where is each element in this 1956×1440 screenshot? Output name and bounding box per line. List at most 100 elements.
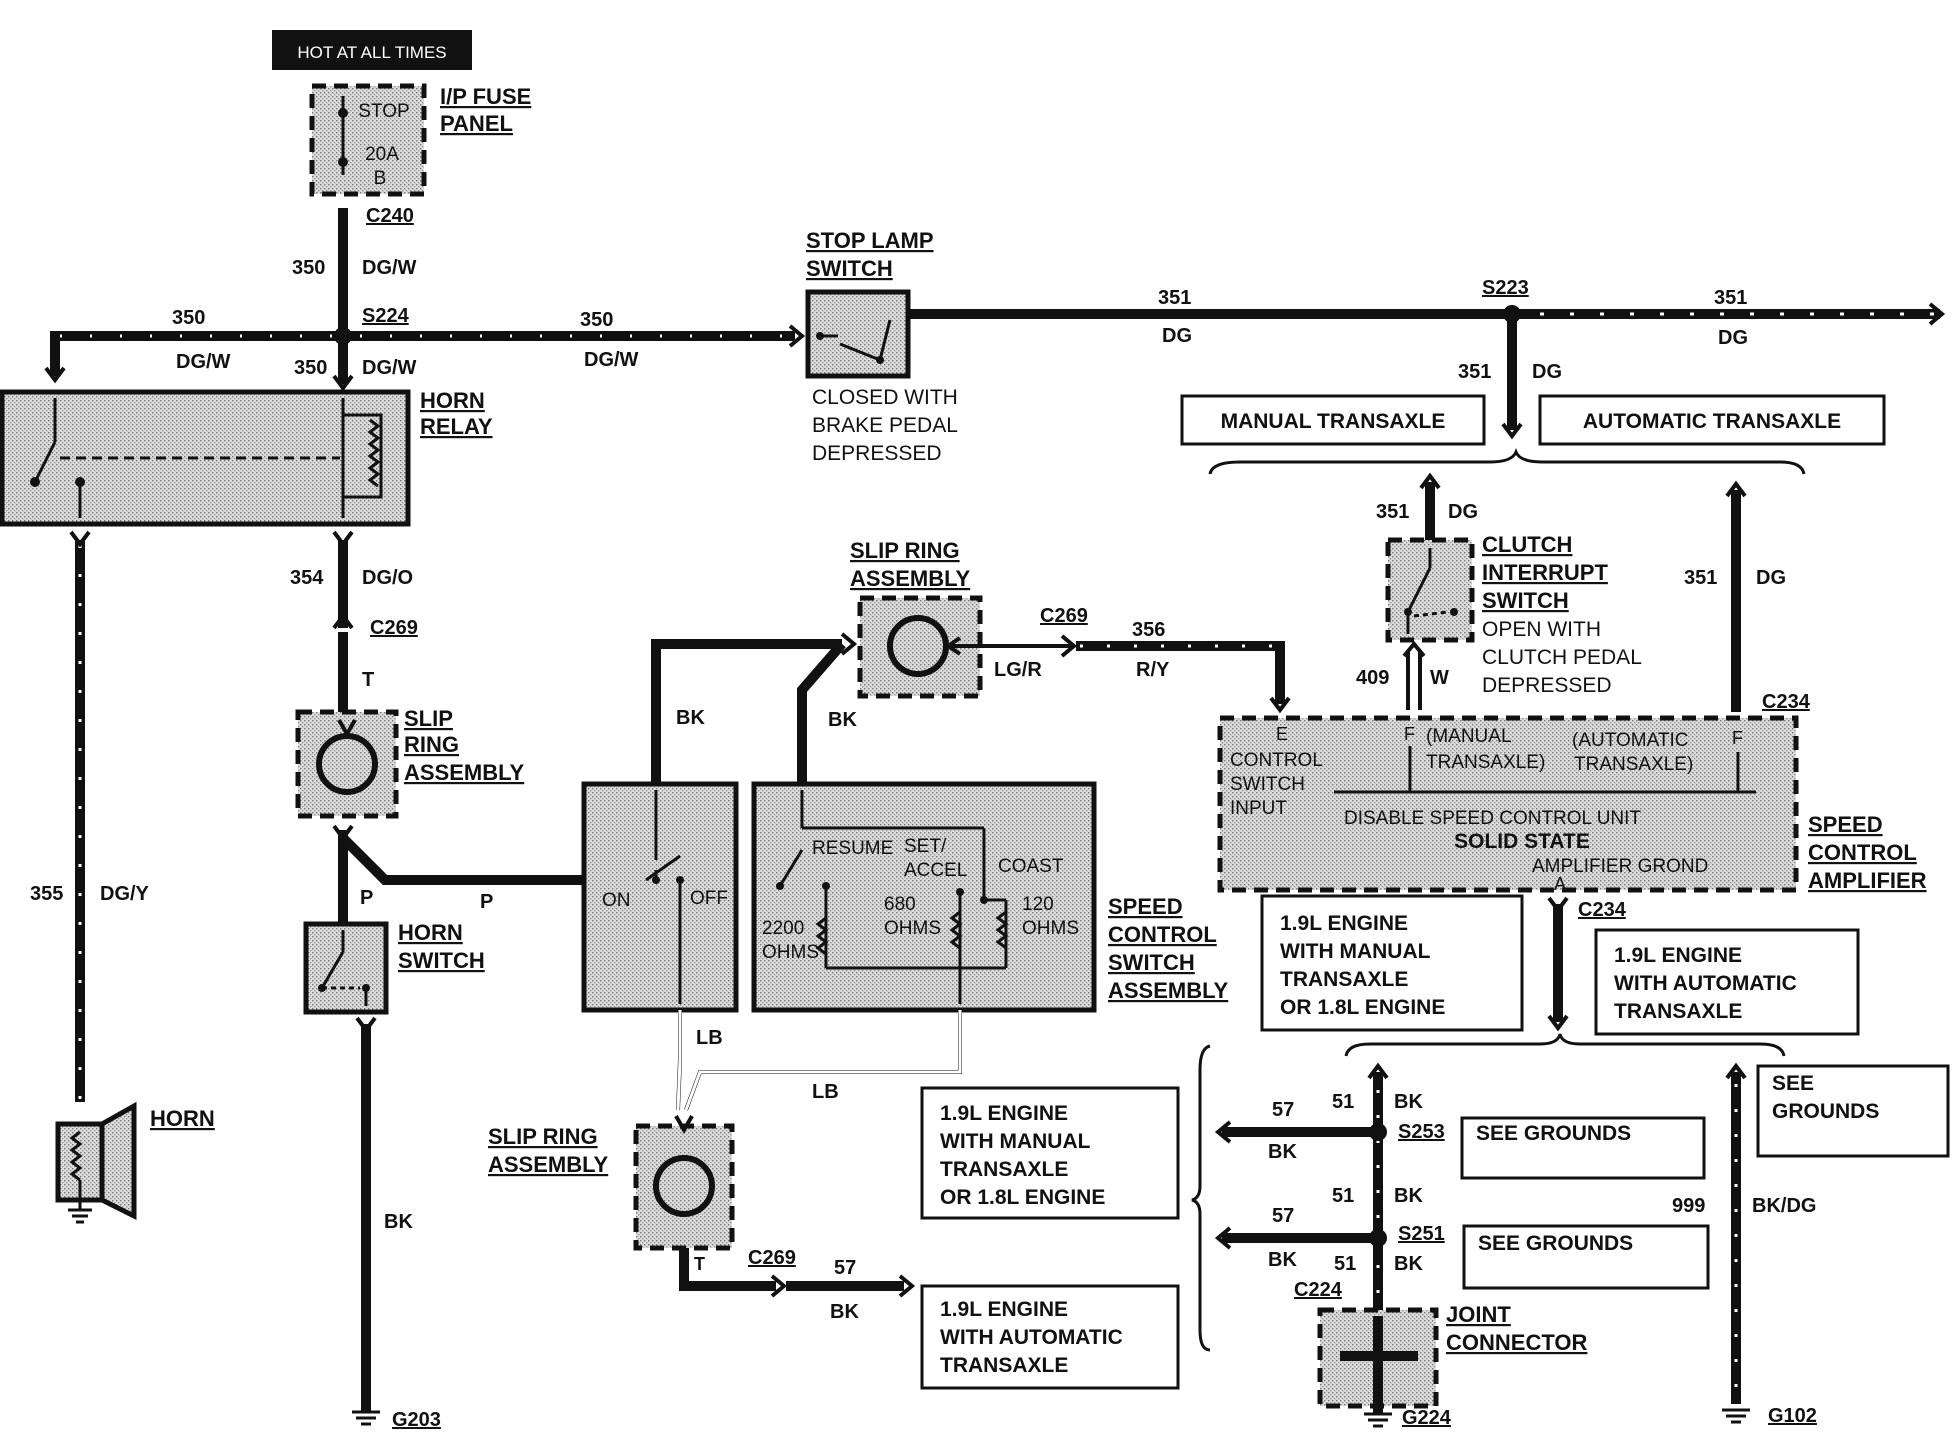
svg-text:OHMS: OHMS <box>884 918 941 939</box>
svg-text:2200: 2200 <box>762 918 804 939</box>
slip-ring-assembly-bottom: SLIP RING ASSEMBLY <box>488 1115 735 1251</box>
svg-text:ASSEMBLY: ASSEMBLY <box>850 566 971 591</box>
svg-text:TRANSAXLE): TRANSAXLE) <box>1574 754 1693 775</box>
svg-text:680: 680 <box>884 894 916 915</box>
splice-s251 <box>1369 1229 1387 1247</box>
svg-text:WITH MANUAL: WITH MANUAL <box>940 1130 1091 1153</box>
svg-text:OFF: OFF <box>690 888 728 909</box>
connector-c269: C269 <box>748 1247 796 1269</box>
note-automatic-engine-upper: 1.9L ENGINE WITH AUTOMATIC TRANSAXLE <box>1594 928 1860 1036</box>
splice-s251-label: S251 <box>1398 1223 1445 1245</box>
circuit-355: 355 <box>30 883 63 905</box>
svg-text:G102: G102 <box>1768 1405 1817 1427</box>
svg-text:CLUTCH PEDAL: CLUTCH PEDAL <box>1482 646 1642 669</box>
ground-g102: G102 <box>1722 1405 1817 1427</box>
svg-text:CONNECTOR: CONNECTOR <box>1446 1330 1587 1355</box>
clutch-interrupt-switch: CLUTCH INTERRUPT SWITCH OPEN WITH CLUTCH… <box>1385 532 1642 697</box>
svg-text:DISABLE SPEED CONTROL UNIT: DISABLE SPEED CONTROL UNIT <box>1344 808 1641 829</box>
color-t: T <box>362 669 374 691</box>
svg-text:SWITCH: SWITCH <box>1230 774 1305 795</box>
ground-g203: G203 <box>352 1409 441 1431</box>
speed-control-switches-box: RESUME SET/ ACCEL COAST 2200 OHMS 680 OH… <box>751 781 1097 1013</box>
circuit-351: 351 <box>1458 361 1491 383</box>
svg-text:SLIP RING: SLIP RING <box>850 538 960 563</box>
svg-text:INTERRUPT: INTERRUPT <box>1482 560 1608 585</box>
color-dg-w: DG/W <box>176 351 231 373</box>
svg-text:TRANSAXLE): TRANSAXLE) <box>1426 752 1545 773</box>
svg-text:SWITCH: SWITCH <box>398 948 485 973</box>
color-bk: BK <box>676 707 705 729</box>
slip-ring-assembly-top: SLIP RING ASSEMBLY <box>840 538 983 699</box>
svg-text:20A: 20A <box>365 144 399 165</box>
svg-text:SET/: SET/ <box>904 836 947 857</box>
note-manual-engine-lower: 1.9L ENGINE WITH MANUAL TRANSAXLE OR 1.8… <box>920 1086 1180 1220</box>
svg-text:SWITCH: SWITCH <box>1108 950 1195 975</box>
circuit-51: 51 <box>1332 1185 1354 1207</box>
svg-text:ACCEL: ACCEL <box>904 860 967 881</box>
svg-text:120: 120 <box>1022 894 1054 915</box>
color-dg-y: DG/Y <box>100 883 150 905</box>
svg-text:RING: RING <box>404 732 459 757</box>
color-lb: LB <box>696 1027 723 1049</box>
circuit-356: 356 <box>1132 619 1165 641</box>
svg-text:SWITCH: SWITCH <box>1482 588 1569 613</box>
color-dg: DG <box>1756 567 1786 589</box>
svg-text:ON: ON <box>602 890 631 911</box>
color-bk: BK <box>1394 1091 1423 1113</box>
circuit-57: 57 <box>834 1257 856 1279</box>
svg-text:A: A <box>1554 874 1566 894</box>
svg-text:ASSEMBLY: ASSEMBLY <box>404 760 525 785</box>
circuit-350: 350 <box>294 357 327 379</box>
circuit-351: 351 <box>1376 501 1409 523</box>
circuit-57: 57 <box>1272 1205 1294 1227</box>
svg-text:OR 1.8L ENGINE: OR 1.8L ENGINE <box>1280 996 1445 1019</box>
svg-text:WITH MANUAL: WITH MANUAL <box>1280 940 1431 963</box>
color-bk: BK <box>1268 1249 1297 1271</box>
svg-text:WITH AUTOMATIC: WITH AUTOMATIC <box>940 1326 1123 1349</box>
joint-connector: JOINT CONNECTOR <box>1317 1302 1587 1414</box>
connector-c224: C224 <box>1294 1279 1343 1301</box>
manual-transaxle-box: MANUAL TRANSAXLE <box>1180 394 1486 446</box>
color-p: P <box>480 891 493 913</box>
svg-text:GROUNDS: GROUNDS <box>1772 1100 1879 1123</box>
svg-text:DEPRESSED: DEPRESSED <box>1482 674 1612 697</box>
circuit-350: 350 <box>172 307 205 329</box>
svg-text:JOINT: JOINT <box>1446 1302 1511 1327</box>
svg-text:SPEED: SPEED <box>1808 812 1883 837</box>
svg-text:E: E <box>1276 724 1288 744</box>
color-w: W <box>1430 667 1449 689</box>
circuit-354: 354 <box>290 567 324 589</box>
color-bk: BK <box>830 1301 859 1323</box>
color-bk: BK <box>1268 1141 1297 1163</box>
automatic-transaxle-box: AUTOMATIC TRANSAXLE <box>1538 394 1886 446</box>
connector-c240: C240 <box>366 205 414 227</box>
color-dg: DG <box>1448 501 1478 523</box>
svg-text:OR 1.8L ENGINE: OR 1.8L ENGINE <box>940 1186 1105 1209</box>
color-dg: DG <box>1162 325 1192 347</box>
svg-text:RELAY: RELAY <box>420 414 493 439</box>
svg-text:G224: G224 <box>1402 1407 1452 1429</box>
circuit-409: 409 <box>1356 667 1389 689</box>
splice-s253-label: S253 <box>1398 1121 1445 1143</box>
see-grounds-box-3: SEE GROUNDS <box>1756 1064 1950 1158</box>
circuit-351: 351 <box>1684 567 1717 589</box>
svg-text:PANEL: PANEL <box>440 111 513 136</box>
svg-text:ASSEMBLY: ASSEMBLY <box>488 1152 609 1177</box>
svg-text:SLIP RING: SLIP RING <box>488 1124 598 1149</box>
svg-text:SWITCH: SWITCH <box>806 256 893 281</box>
svg-text:RESUME: RESUME <box>812 838 893 859</box>
svg-text:TRANSAXLE: TRANSAXLE <box>1614 1000 1742 1023</box>
color-dg-w: DG/W <box>362 257 417 279</box>
svg-text:WITH AUTOMATIC: WITH AUTOMATIC <box>1614 972 1797 995</box>
speed-control-amplifier: E F F CONTROL SWITCH INPUT (MANUAL TRANS… <box>1217 715 1927 894</box>
svg-text:CLOSED WITH: CLOSED WITH <box>812 386 958 409</box>
svg-text:CONTROL: CONTROL <box>1808 840 1917 865</box>
on-off-switch-box: ON OFF <box>581 781 739 1013</box>
svg-text:TRANSAXLE: TRANSAXLE <box>1280 968 1408 991</box>
svg-text:SOLID STATE: SOLID STATE <box>1454 830 1590 853</box>
connector-c269: C269 <box>370 617 418 639</box>
svg-text:INPUT: INPUT <box>1230 798 1287 819</box>
svg-text:G203: G203 <box>392 1409 441 1431</box>
svg-text:OPEN WITH: OPEN WITH <box>1482 618 1601 641</box>
hot-at-all-times-tag: HOT AT ALL TIMES <box>272 30 472 70</box>
